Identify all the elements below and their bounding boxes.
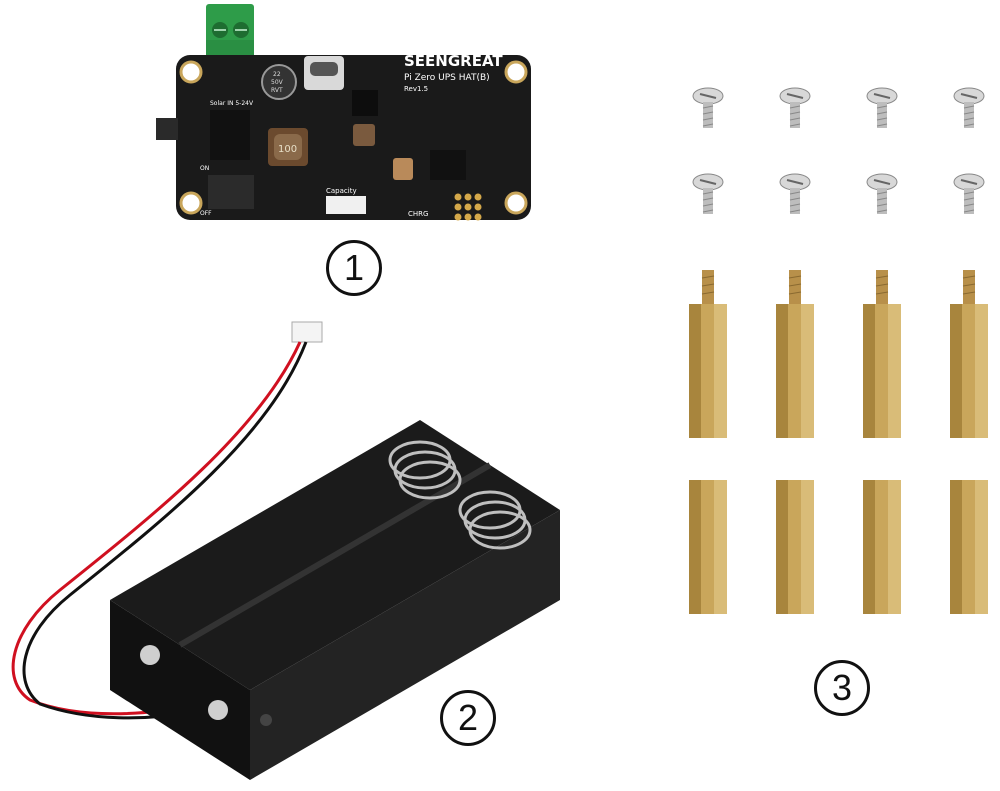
chrg-label: CHRG [408, 210, 428, 218]
inductor-marking: 100 [278, 144, 297, 155]
board-revision: Rev1.5 [404, 85, 428, 93]
board-brand: SEENGREAT [404, 52, 503, 70]
cap-line-2: 50V [271, 79, 284, 86]
screw [953, 87, 985, 129]
black-wire [22, 341, 308, 720]
on-label: ON [200, 165, 209, 172]
standoff-female [863, 480, 901, 614]
item-label-2: 2 [440, 690, 496, 746]
screw [953, 173, 985, 215]
cap-line-3: RVT [271, 87, 283, 94]
screw [866, 173, 898, 215]
standoff-male [949, 269, 989, 439]
item-label-1: 1 [326, 240, 382, 296]
standoff-male [688, 269, 728, 439]
screw [692, 173, 724, 215]
screw [866, 87, 898, 129]
screw [692, 87, 724, 129]
ups-hat-board: SEENGREAT Pi Zero UPS HAT(B) Rev1.5 Sola… [156, 4, 531, 221]
screw [779, 87, 811, 129]
standoff-female [950, 480, 988, 614]
capacity-label: Capacity [326, 187, 357, 195]
hardware-set [688, 87, 989, 614]
pogo-pins [454, 193, 482, 221]
battery-holder [11, 321, 560, 780]
item-label-3: 3 [814, 660, 870, 716]
standoff-female [689, 480, 727, 614]
standoff-male [862, 269, 902, 439]
cap-line-1: 22 [273, 71, 281, 78]
screw [779, 173, 811, 215]
standoff-female [776, 480, 814, 614]
off-label: OFF [200, 210, 212, 217]
solar-label: Solar IN 5-24V [210, 100, 254, 107]
standoff-male [775, 269, 815, 439]
holder-body [110, 420, 560, 780]
board-model: Pi Zero UPS HAT(B) [404, 73, 490, 83]
red-wire [11, 341, 302, 716]
